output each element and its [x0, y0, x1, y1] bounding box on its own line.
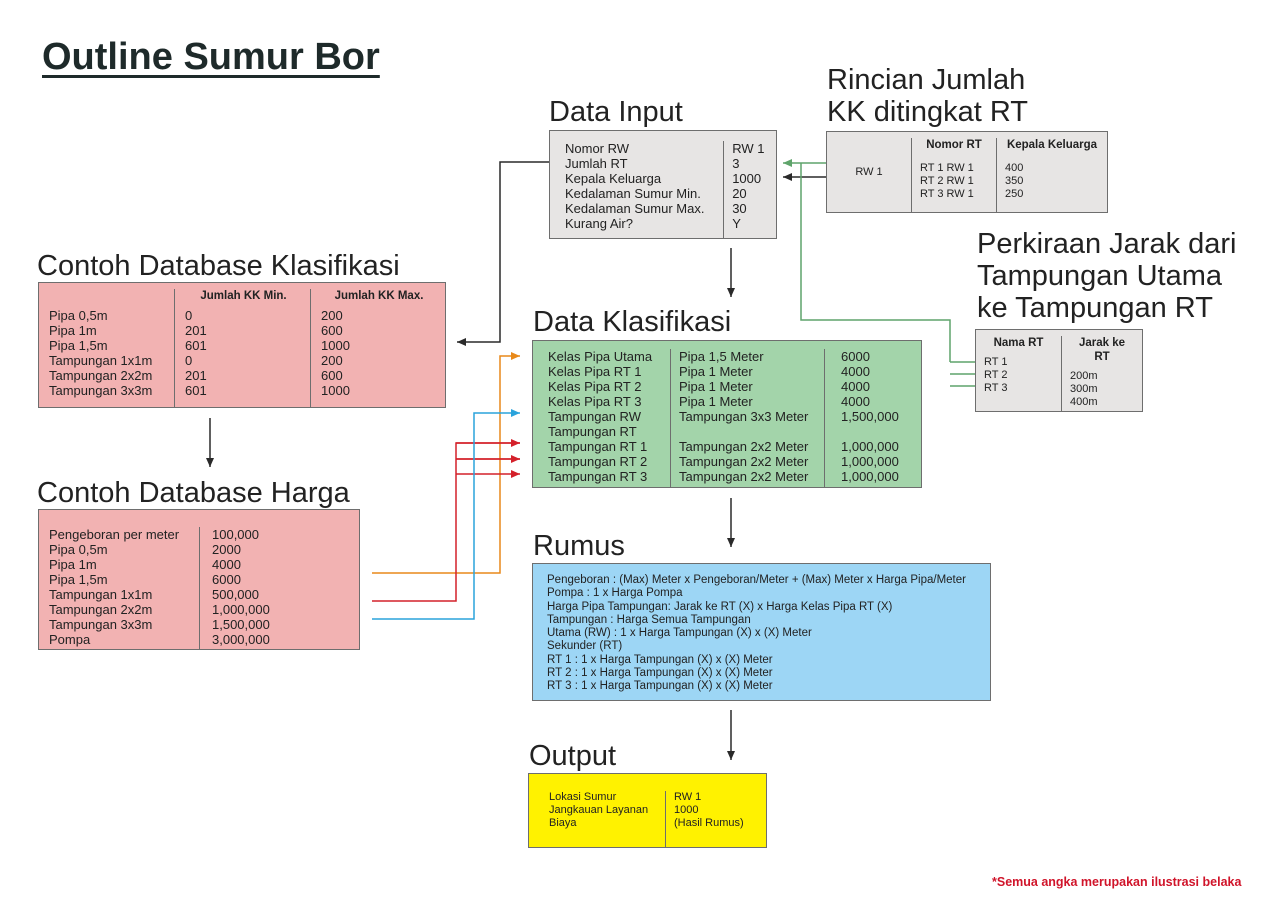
data-input-values: RW 1 3 1000 20 30 Y — [732, 141, 765, 231]
page-title: Outline Sumur Bor — [42, 36, 380, 78]
output-labels: Lokasi Sumur Jangkauan Layanan Biaya — [529, 791, 666, 847]
data-klasifikasi-col1: Kelas Pipa Utama Kelas Pipa RT 1 Kelas P… — [533, 349, 671, 487]
db-harga-items-col: Pengeboran per meter Pipa 0,5m Pipa 1m P… — [39, 527, 200, 649]
db-harga-box: Pengeboran per meter Pipa 0,5m Pipa 1m P… — [38, 509, 360, 650]
rincian-box: RW 1 Nomor RT RT 1 RW 1 RT 2 RW 1 RT 3 R… — [826, 131, 1108, 213]
db-harga-heading: Contoh Database Harga — [37, 477, 350, 509]
db-klasifikasi-items-col: Pipa 0,5m Pipa 1m Pipa 1,5m Tampungan 1x… — [39, 289, 175, 407]
data-input-box: Nomor RW Jumlah RT Kepala Keluarga Kedal… — [549, 130, 777, 239]
rincian-rt-col: Nomor RT RT 1 RW 1 RT 2 RW 1 RT 3 RW 1 — [912, 138, 997, 212]
arrow-harga-tampungan-to-klasifikasi — [372, 442, 520, 602]
rumus-box: Pengeboran : (Max) Meter x Pengeboran/Me… — [532, 563, 991, 701]
data-klasifikasi-box: Kelas Pipa Utama Kelas Pipa RT 1 Kelas P… — [532, 340, 922, 488]
footnote: *Semua angka merupakan ilustrasi belaka — [992, 875, 1242, 889]
db-klasifikasi-max-col: Jumlah KK Max. 200 600 1000 200 600 1000 — [321, 290, 424, 398]
output-heading: Output — [529, 740, 617, 772]
output-values: RW 1 1000 (Hasil Rumus) — [674, 791, 744, 829]
db-klasifikasi-heading: Contoh Database Klasifikasi — [37, 250, 400, 282]
arrow-harga-pipa-to-klasifikasi — [372, 352, 520, 574]
db-harga-prices-col: 100,000 2000 4000 6000 500,000 1,000,000… — [212, 527, 270, 647]
data-input-heading: Data Input — [549, 96, 683, 128]
rumus-lines: Pengeboran : (Max) Meter x Pengeboran/Me… — [547, 574, 966, 693]
db-klasifikasi-box: Pipa 0,5m Pipa 1m Pipa 1,5m Tampungan 1x… — [38, 282, 446, 408]
perkiraan-heading: Perkiraan Jarak dari Tampungan Utama ke … — [977, 228, 1237, 324]
rincian-rw-col: RW 1 — [827, 138, 912, 212]
arrow-harga-tampungan-rw-to-klasifikasi — [372, 409, 520, 620]
data-input-labels: Nomor RW Jumlah RT Kepala Keluarga Kedal… — [550, 141, 725, 238]
rumus-heading: Rumus — [533, 530, 625, 562]
perkiraan-box: Nama RT RT 1 RT 2 RT 3 Jarak ke RT 200m … — [975, 329, 1143, 412]
db-klasifikasi-min-col: Jumlah KK Min. 0 201 601 0 201 601 — [175, 289, 311, 407]
output-box: Lokasi Sumur Jangkauan Layanan Biaya RW … — [528, 773, 767, 848]
data-klasifikasi-heading: Data Klasifikasi — [533, 306, 732, 338]
rincian-heading: Rincian Jumlah KK ditingkat RT — [827, 64, 1028, 128]
data-klasifikasi-col3: 6000 4000 4000 4000 1,500,000 1,000,000 … — [841, 349, 899, 484]
arrow-perkiraan-to-input — [800, 163, 975, 387]
perkiraan-dist-col: Jarak ke RT 200m 300m 400m — [1070, 337, 1126, 408]
perkiraan-name-col: Nama RT RT 1 RT 2 RT 3 — [976, 336, 1062, 411]
rincian-kk-col: Kepala Keluarga 400 350 250 — [1005, 139, 1098, 200]
data-klasifikasi-col2: Pipa 1,5 Meter Pipa 1 Meter Pipa 1 Meter… — [671, 349, 825, 487]
arrow-input-to-klasifikasi-db — [457, 161, 549, 346]
